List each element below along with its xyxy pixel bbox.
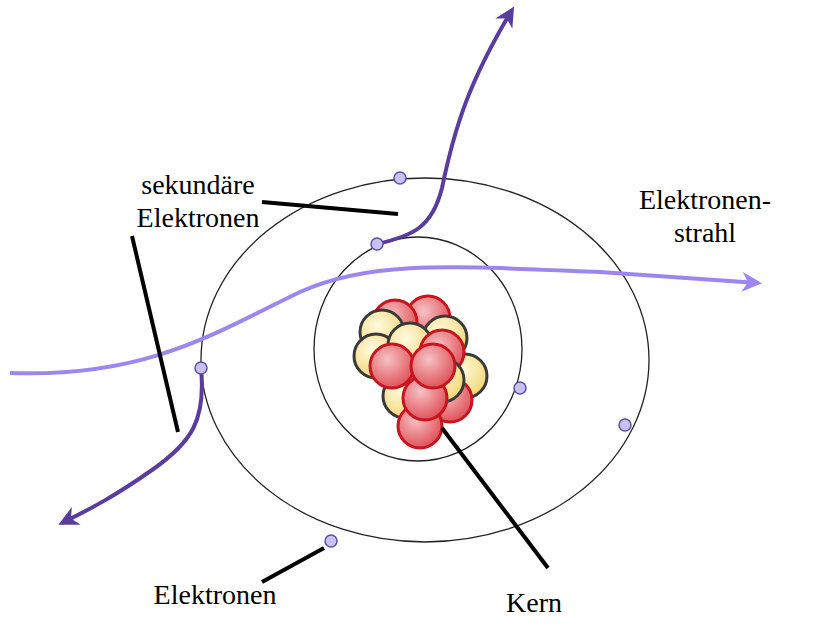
- secondary-electron-path: [62, 368, 202, 523]
- part-label: Kern: [474, 586, 594, 619]
- electron-dot: [619, 419, 631, 431]
- leader-line: [262, 202, 398, 214]
- part-label: sekundäre Elektronen: [108, 168, 288, 234]
- leader-line: [442, 428, 548, 568]
- electron-dot: [371, 238, 383, 250]
- leader-line: [132, 236, 178, 432]
- proton: [411, 344, 455, 388]
- secondary-electron-path: [377, 10, 512, 244]
- outer-orbit: [201, 178, 649, 542]
- leader-line: [262, 548, 324, 582]
- electron-dot: [195, 362, 207, 374]
- electron-beam: [10, 267, 758, 373]
- part-label: Elektronen: [115, 578, 315, 611]
- nucleus: [354, 296, 487, 448]
- inner-orbit: [314, 237, 522, 461]
- electron-dot: [325, 535, 337, 547]
- part-label: Elektronen- strahl: [610, 183, 800, 249]
- proton: [370, 344, 414, 388]
- electron-dot: [394, 172, 406, 184]
- electron-dot: [514, 382, 526, 394]
